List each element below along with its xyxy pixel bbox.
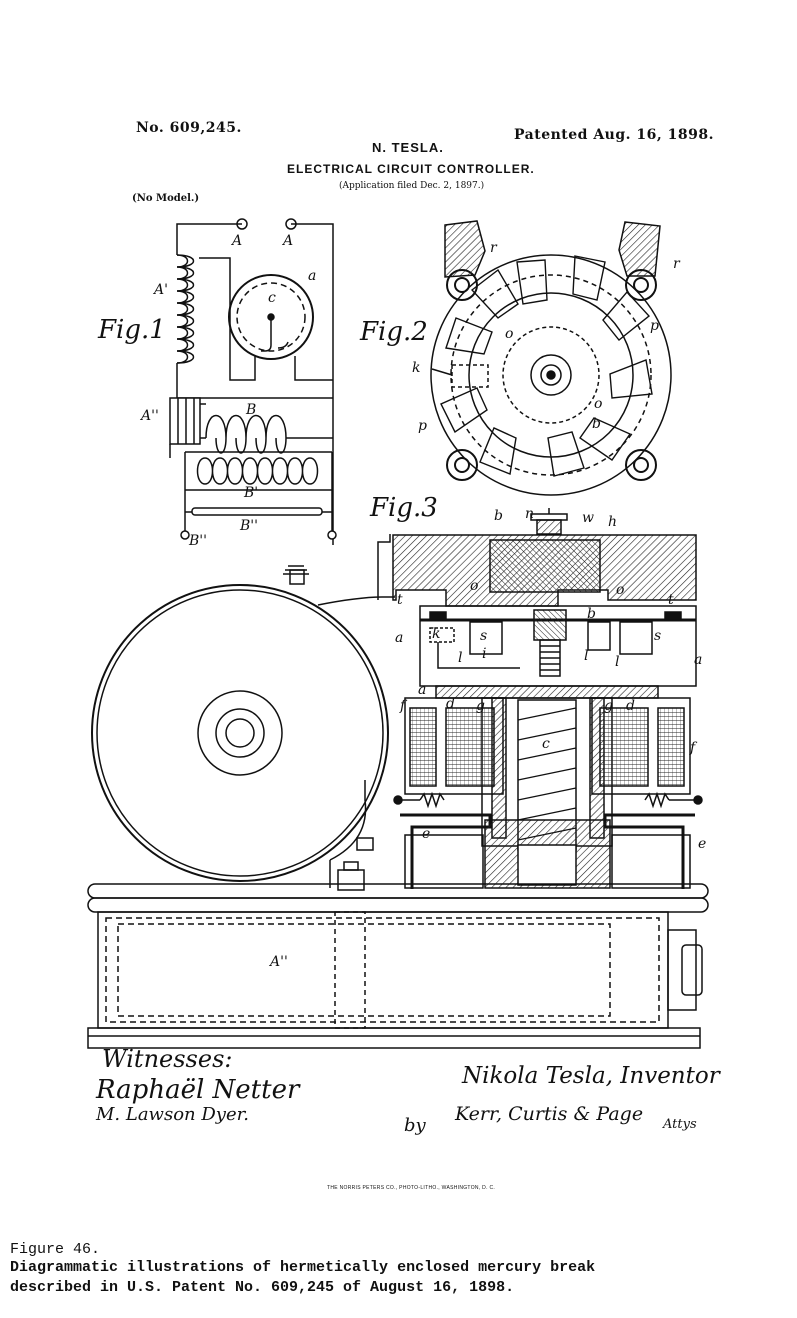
svg-text:d: d	[626, 698, 635, 714]
fig1-label: Fig.1	[97, 315, 166, 345]
svg-text:d: d	[446, 696, 455, 712]
svg-text:p: p	[418, 418, 427, 434]
svg-text:s: s	[654, 628, 661, 644]
patent-number: No. 609,245.	[136, 120, 242, 136]
inventor-name: N. TESLA.	[372, 140, 444, 155]
svg-text:l: l	[615, 654, 619, 670]
witness-signature-1: Raphaël Netter	[96, 1075, 300, 1105]
svg-text:b: b	[494, 508, 503, 524]
svg-text:p: p	[650, 318, 659, 334]
fig2-label: Fig.2	[359, 317, 428, 347]
svg-text:B': B'	[243, 485, 258, 501]
svg-text:i: i	[482, 646, 486, 662]
svg-text:A': A'	[152, 282, 168, 298]
svg-text:A: A	[230, 233, 242, 249]
svg-text:f: f	[399, 698, 408, 714]
svg-text:a: a	[308, 268, 316, 284]
svg-text:o: o	[616, 582, 624, 598]
attorney-by: by	[404, 1115, 426, 1136]
svg-text:B'': B''	[239, 518, 258, 534]
svg-text:o: o	[470, 578, 478, 594]
svg-text:o: o	[594, 396, 602, 412]
svg-text:g: g	[476, 698, 485, 714]
svg-text:r: r	[490, 240, 498, 256]
figure-number: Figure 46.	[10, 1241, 101, 1258]
inventor-signature: Nikola Tesla, Inventor	[462, 1063, 720, 1089]
witnesses-label: Witnesses:	[102, 1045, 233, 1073]
svg-text:f: f	[689, 740, 698, 756]
svg-text:A: A	[281, 233, 293, 249]
svg-text:b: b	[592, 416, 601, 432]
printer-credit: THE NORRIS PETERS CO., PHOTO-LITHO., WAS…	[327, 1185, 496, 1191]
svg-text:b: b	[587, 606, 596, 622]
svg-text:a: a	[418, 682, 426, 698]
svg-text:e: e	[422, 826, 430, 842]
caption-line-1: Diagrammatic illustrations of hermetical…	[10, 1259, 596, 1276]
fig1-circuit: A A A' a cA'' B B' B'' B'' Fig.1	[97, 218, 337, 549]
fig2-top-view: r r p p o o k b Fig.2	[359, 220, 681, 496]
fig3-label: Fig.3	[369, 493, 438, 523]
svg-text:l: l	[584, 648, 588, 664]
application-date: (Application filed Dec. 2, 1897.)	[339, 181, 485, 191]
fig3-section: Fig.3	[87, 493, 709, 1049]
svg-text:s: s	[480, 628, 487, 644]
svg-text:k: k	[432, 626, 440, 642]
svg-text:k: k	[412, 360, 420, 376]
svg-text:r: r	[673, 256, 681, 272]
svg-text:l: l	[458, 650, 462, 666]
svg-text:c: c	[542, 736, 550, 752]
svg-text:e: e	[698, 836, 706, 852]
svg-text:a: a	[395, 630, 403, 646]
caption-line-2: described in U.S. Patent No. 609,245 of …	[10, 1279, 515, 1296]
svg-text:t: t	[668, 592, 674, 608]
svg-text:w: w	[582, 510, 594, 526]
svg-text:h: h	[608, 514, 617, 530]
svg-text:A'': A''	[268, 954, 288, 970]
svg-text:g: g	[604, 698, 613, 714]
svg-text:c: c	[268, 290, 276, 306]
svg-text:n: n	[525, 506, 534, 522]
model-note: (No Model.)	[132, 193, 200, 204]
svg-text:t: t	[397, 592, 403, 608]
attorney-abbreviation: Attys	[663, 1117, 697, 1132]
svg-text:A'': A''	[139, 408, 159, 424]
svg-text:B: B	[245, 402, 256, 418]
patent-title: ELECTRICAL CIRCUIT CONTROLLER.	[287, 162, 535, 176]
witness-signature-2: M. Lawson Dyer.	[96, 1104, 249, 1125]
patent-date: Patented Aug. 16, 1898.	[514, 127, 714, 143]
svg-text:o: o	[505, 326, 513, 342]
svg-text:B'': B''	[188, 533, 207, 549]
attorney-signature: Kerr, Curtis & Page	[455, 1103, 644, 1125]
svg-text:a: a	[694, 652, 702, 668]
